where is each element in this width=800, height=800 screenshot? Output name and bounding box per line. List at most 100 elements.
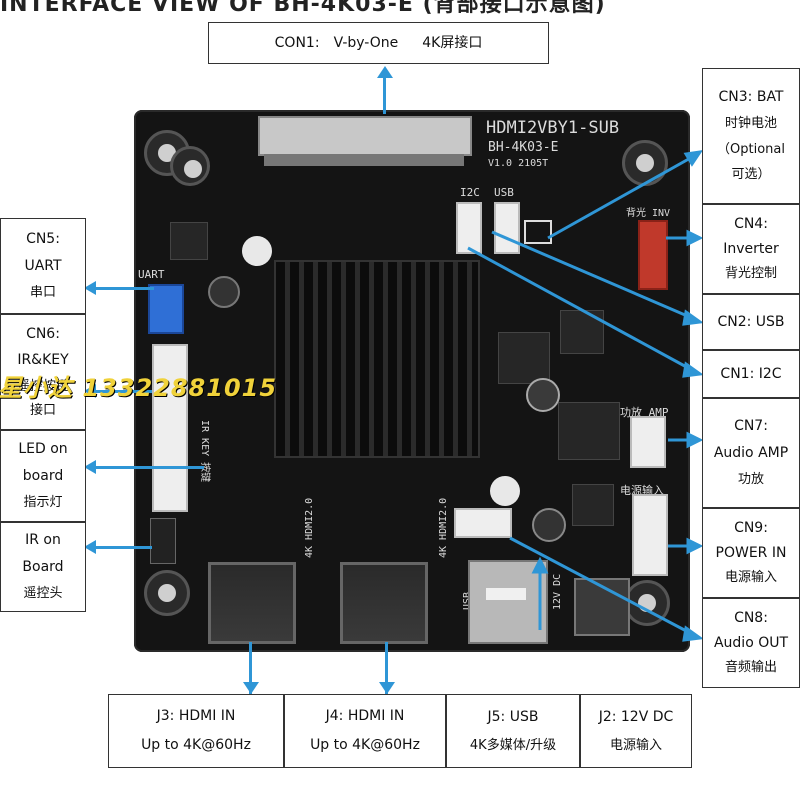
cn6-line2: IR&KEY (17, 352, 69, 369)
cn5-line3: 串口 (29, 285, 56, 301)
label-cn6: CN6: IR&KEY 遥控按键 接口 (0, 314, 86, 430)
arrowhead-left (84, 281, 96, 295)
arrowhead-up (377, 66, 393, 78)
arrow-con1 (383, 70, 386, 114)
heatsink (274, 260, 480, 458)
label-j3: J3: HDMI IN Up to 4K@60Hz (108, 694, 284, 768)
cn3-line1: CN3: BAT (718, 89, 784, 106)
vbyone-connector (258, 116, 472, 156)
hdmi-port-j3 (208, 562, 296, 644)
arrowhead-cn1 (682, 361, 704, 378)
watermark-text: 星小达 13322881015 (0, 374, 278, 402)
label-j4: J4: HDMI IN Up to 4K@60Hz (284, 694, 446, 768)
j3-line1: J3: HDMI IN (156, 708, 236, 725)
con1-title: CON1: (274, 34, 320, 51)
arrow-cn3 (547, 154, 695, 240)
capacitor (532, 508, 566, 542)
cn3-line4: 可选） (731, 167, 771, 183)
j5-line1: J5: USB (487, 708, 539, 725)
power-in-connector (632, 494, 668, 576)
arrowhead-cn2 (682, 309, 704, 326)
label-cn1: CN1: I2C (702, 350, 800, 398)
label-j2: J2: 12V DC 电源输入 (580, 694, 692, 768)
cn8-line2: Audio OUT (713, 635, 789, 652)
cn6-line3: 遥控按键 (16, 379, 69, 395)
silk-amp: 功放 AMP (620, 406, 669, 419)
cn2-line1: CN2: USB (717, 313, 785, 330)
label-cn3: CN3: BAT 时钟电池 （Optional 可选） (702, 68, 800, 204)
audio-amp-connector (630, 416, 666, 468)
led-line3: 指示灯 (23, 495, 63, 511)
label-cn5: CN5: UART 串口 (0, 218, 86, 314)
arrowhead-cn9 (686, 537, 704, 555)
label-j5: J5: USB 4K多媒体/升级 (446, 694, 580, 768)
label-led: LED on board 指示灯 (0, 430, 86, 522)
i2c-connector (456, 202, 482, 254)
arrowhead-j5 (531, 556, 549, 574)
arrow-j4 (385, 642, 388, 694)
uart-connector (148, 284, 184, 334)
usb-port-tongue (486, 588, 526, 600)
cn5-line2: UART (24, 258, 62, 275)
cn9-line3: 电源输入 (724, 570, 777, 586)
ic-chip (558, 402, 620, 460)
label-cn2: CN2: USB (702, 294, 800, 350)
arrow-ir (92, 546, 152, 549)
board-part-text: BH-4K03-E (488, 140, 559, 155)
hdmi-port-j4 (340, 562, 428, 644)
j3-line2: Up to 4K@60Hz (141, 737, 251, 753)
silk-uart: UART (138, 268, 165, 281)
battery-pad (524, 220, 552, 244)
capacitor (208, 276, 240, 308)
irkey-connector (152, 344, 188, 512)
cn3-line2: 时钟电池 (724, 116, 777, 132)
label-cn8: CN8: Audio OUT 音频输出 (702, 598, 800, 688)
arrowhead-left (84, 460, 96, 474)
ic-chip (498, 332, 550, 384)
ir-line1: IR on (25, 532, 61, 549)
arrow-cn6 (92, 390, 152, 393)
arrowhead-cn8 (682, 625, 704, 642)
cn8-line1: CN8: (734, 610, 768, 627)
arrow-cn1 (467, 246, 693, 372)
cn6-line1: CN6: (26, 325, 60, 342)
mount-hole (144, 130, 190, 176)
ic-chip (572, 484, 614, 526)
arrowhead-down (379, 682, 395, 694)
label-cn9: CN9: POWER IN 电源输入 (702, 508, 800, 598)
audio-out-connector (454, 508, 512, 538)
arrow-j3 (249, 642, 252, 694)
cn6-line4: 接口 (29, 402, 56, 418)
usb-header-connector (494, 202, 520, 254)
vbyone-connector-latch (264, 154, 464, 166)
j2-line2: 电源输入 (609, 737, 662, 753)
cn1-line1: CN1: I2C (720, 365, 782, 382)
led-line1: LED on (18, 441, 68, 458)
cn7-line3: 功放 (737, 472, 764, 488)
header-title-cut: INTERFACE VIEW OF BH-4K03-E (背部接口示意图) (0, 0, 606, 17)
capacitor-100uf (526, 378, 560, 412)
led-diffuser (242, 236, 272, 266)
arrow-led (92, 466, 204, 469)
mount-hole (170, 146, 210, 186)
arrowhead-left (84, 540, 96, 554)
arrow-cn8 (509, 536, 693, 636)
label-cn4: CN4: Inverter 背光控制 (702, 204, 800, 294)
j5-line2: 4K多媒体/升级 (469, 737, 557, 753)
led-diffuser (490, 476, 520, 506)
label-con1: CON1: V-by-One 4K屏接口 (208, 22, 549, 64)
ir-line3: 遥控头 (23, 586, 63, 602)
silk-usb: USB (494, 186, 514, 199)
arrowhead-down (243, 682, 259, 694)
cn7-line1: CN7: (734, 418, 768, 435)
j2-line1: J2: 12V DC (598, 708, 674, 725)
ir-receiver (150, 518, 176, 564)
con1-line2: 4K屏接口 (422, 34, 483, 51)
j4-line1: J4: HDMI IN (325, 708, 405, 725)
led-line2: board (22, 468, 64, 485)
board-model-text: HDMI2VBY1-SUB (486, 118, 620, 138)
cn4-line2: Inverter (723, 241, 779, 258)
cn7-line2: Audio AMP (713, 445, 789, 462)
mount-hole (144, 570, 190, 616)
